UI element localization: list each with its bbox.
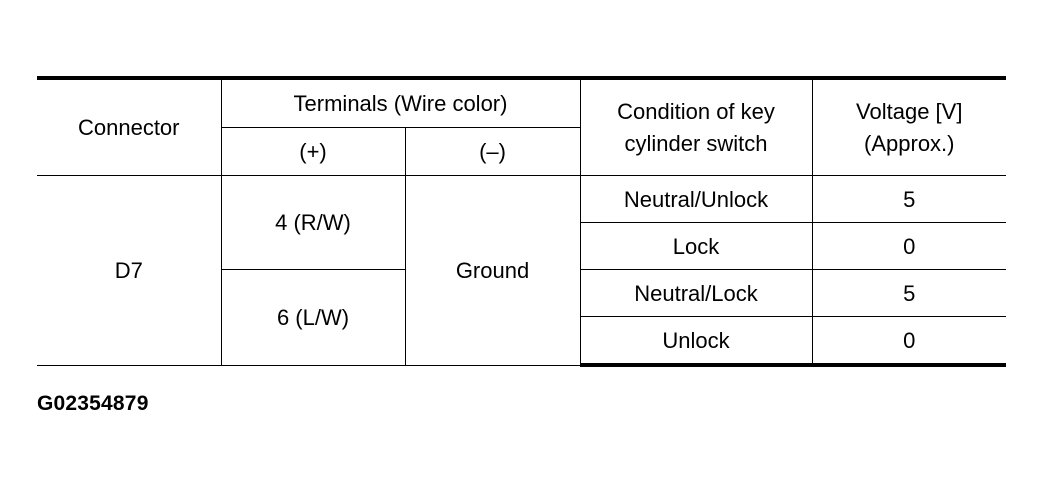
table-row: Unlock 0: [37, 316, 1007, 367]
header-row-bottom: (+) (–): [37, 127, 1006, 176]
condition-cell: Neutral/Lock: [579, 269, 813, 317]
voltage-cell: 5: [811, 269, 1007, 317]
header-voltage-text: Voltage [V] (Approx.): [856, 98, 963, 156]
header-voltage: Voltage [V] (Approx.): [811, 76, 1007, 176]
header-row-top: Connector Terminals (Wire color) Conditi…: [37, 76, 1007, 176]
table-row: Lock 0: [37, 222, 1007, 270]
voltage-cell: 0: [811, 316, 1007, 367]
plus-terminal-cell: 4 (R/W): [220, 175, 406, 270]
header-condition: Condition of key cylinder switch: [579, 76, 813, 176]
minus-terminal-cell: Ground: [404, 175, 581, 366]
header-plus: (+): [221, 127, 406, 176]
header-condition-text: Condition of key cylinder switch: [617, 98, 775, 156]
header-connector: Connector: [37, 76, 222, 176]
table-row: 6 (L/W) Neutral/Lock 5: [37, 269, 1007, 366]
voltage-spec-table: Connector Terminals (Wire color) Conditi…: [37, 76, 1007, 367]
figure-code: G02354879: [37, 392, 149, 415]
condition-cell: Neutral/Unlock: [579, 175, 813, 223]
condition-cell: Unlock: [580, 316, 813, 367]
voltage-cell: 0: [811, 222, 1007, 270]
condition-cell: Lock: [580, 222, 813, 270]
header-terminals: Terminals (Wire color): [220, 76, 581, 128]
header-minus: (–): [404, 127, 581, 176]
plus-terminal-cell: 6 (L/W): [221, 269, 406, 366]
table-row: D7 4 (R/W) Ground Neutral/Unlock 5: [37, 175, 1007, 366]
voltage-cell: 5: [811, 175, 1007, 223]
connector-cell: D7: [37, 175, 222, 366]
